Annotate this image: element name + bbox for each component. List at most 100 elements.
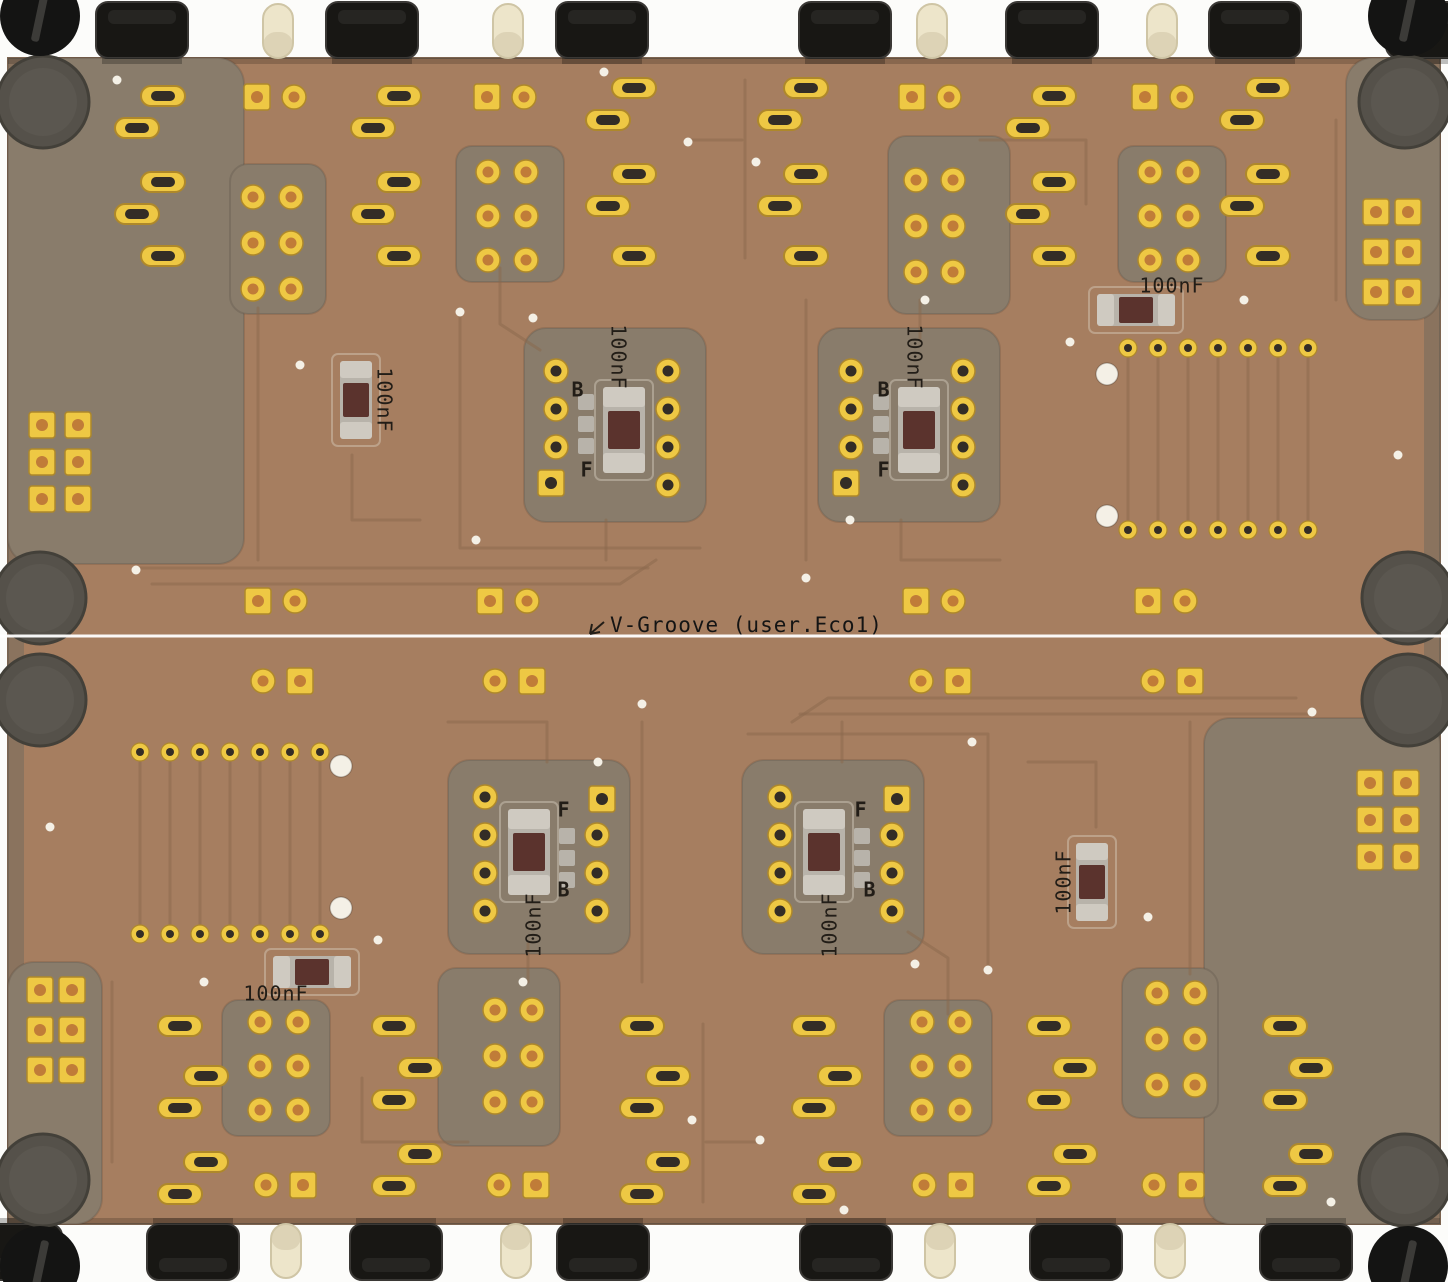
vgroove-layer: V-Groove (user.Eco1)	[0, 613, 1448, 638]
connector-shadow	[806, 1218, 886, 1224]
pad-hole	[1184, 675, 1196, 687]
pad-hole	[252, 595, 264, 607]
connector-shadow	[332, 58, 412, 64]
pad-hole	[910, 220, 922, 232]
capacitor-dielectric	[343, 383, 369, 417]
pad-hole	[550, 365, 562, 377]
silkscreen-value-label: 100nF	[243, 982, 308, 1006]
capacitor-terminal	[803, 875, 845, 895]
pad-oval-slot	[1273, 1095, 1297, 1105]
pad-oval-slot	[151, 177, 175, 187]
pad-hole	[34, 984, 46, 996]
pad-oval-slot	[168, 1189, 192, 1199]
pad-hole	[526, 1050, 538, 1062]
pad-hole	[479, 905, 491, 917]
pad-hole	[550, 441, 562, 453]
smd-stub-pad	[873, 394, 889, 410]
pad-oval-slot	[1063, 1149, 1087, 1159]
pad-oval-slot	[361, 209, 385, 219]
standoff-top	[1374, 564, 1442, 632]
pad-hole	[1144, 210, 1156, 222]
pad-hole	[954, 1060, 966, 1072]
silkscreen-value-label: 100nF	[903, 324, 927, 389]
pad-hole	[292, 1016, 304, 1028]
edge-pin-shade	[1147, 32, 1177, 58]
pad-hole	[136, 930, 144, 938]
via	[755, 1135, 765, 1145]
courtyard-outline	[499, 801, 559, 903]
pad-hole	[906, 91, 918, 103]
connector-shadow	[562, 58, 642, 64]
pad-hole	[1184, 344, 1192, 352]
via	[199, 977, 209, 987]
pad-hole	[257, 675, 269, 687]
connector-shadow	[563, 1218, 643, 1224]
pad-hole	[662, 441, 674, 453]
pad-hole	[1400, 814, 1412, 826]
pad-hole	[1370, 246, 1382, 258]
pad-hole	[481, 91, 493, 103]
pad-hole	[1400, 777, 1412, 789]
pad-hole	[1179, 595, 1191, 607]
copper-zone	[221, 999, 331, 1137]
edge-connector-slot	[1018, 10, 1086, 24]
pad-oval-slot	[194, 1157, 218, 1167]
pad-hole	[285, 283, 297, 295]
pad-hole	[916, 1016, 928, 1028]
pad-hole	[1182, 210, 1194, 222]
via	[967, 737, 977, 747]
pad-oval-slot	[1256, 251, 1280, 261]
capacitor-dielectric	[1119, 297, 1153, 323]
pad-hole	[136, 748, 144, 756]
via	[920, 295, 930, 305]
pad-hole	[545, 477, 557, 489]
pad-hole	[247, 191, 259, 203]
pad-hole	[288, 91, 300, 103]
pad-hole	[1244, 344, 1252, 352]
screw-slot	[31, 0, 49, 42]
pad-oval-slot	[387, 251, 411, 261]
edge-connector-slot	[159, 1258, 227, 1272]
pad-hole	[196, 748, 204, 756]
pad-oval-slot	[622, 169, 646, 179]
via	[455, 307, 465, 317]
silkscreen-value-label: 100nF	[1052, 849, 1076, 914]
via	[528, 313, 538, 323]
pad-oval-slot	[1037, 1181, 1061, 1191]
pad-hole	[489, 1050, 501, 1062]
edge-connector-slot	[811, 10, 879, 24]
pad-hole	[1364, 777, 1376, 789]
edge-connector-slot	[362, 1258, 430, 1272]
standoff-top	[1374, 666, 1442, 734]
edge-connector-slot	[338, 10, 406, 24]
edge-pin-shade	[271, 1224, 301, 1250]
pad-oval-slot	[802, 1189, 826, 1199]
pad-hole	[254, 1060, 266, 1072]
pad-hole	[954, 1104, 966, 1116]
smd-stub-pad	[854, 850, 870, 866]
pad-hole	[489, 1096, 501, 1108]
pad-hole	[886, 829, 898, 841]
pad-hole	[1364, 851, 1376, 863]
courtyard-outline	[331, 353, 381, 447]
edge-connector-slot	[1272, 1258, 1340, 1272]
pad-oval-slot	[1042, 251, 1066, 261]
pad-hole	[886, 905, 898, 917]
connector-shadow	[805, 58, 885, 64]
pad-oval-slot	[1016, 209, 1040, 219]
pad-hole	[1304, 526, 1312, 534]
pad-hole	[286, 748, 294, 756]
pad-hole	[254, 1104, 266, 1116]
copper-trace	[906, 930, 950, 1016]
copper-trace	[899, 518, 1002, 562]
pad-hole	[910, 266, 922, 278]
pad-hole	[1176, 91, 1188, 103]
pad-hole	[1124, 344, 1132, 352]
pad-oval-slot	[408, 1149, 432, 1159]
pad-hole	[1364, 814, 1376, 826]
capacitor-dielectric	[808, 833, 840, 871]
pad-oval-slot	[656, 1071, 680, 1081]
copper-trace	[350, 453, 422, 522]
pad-hole	[774, 829, 786, 841]
